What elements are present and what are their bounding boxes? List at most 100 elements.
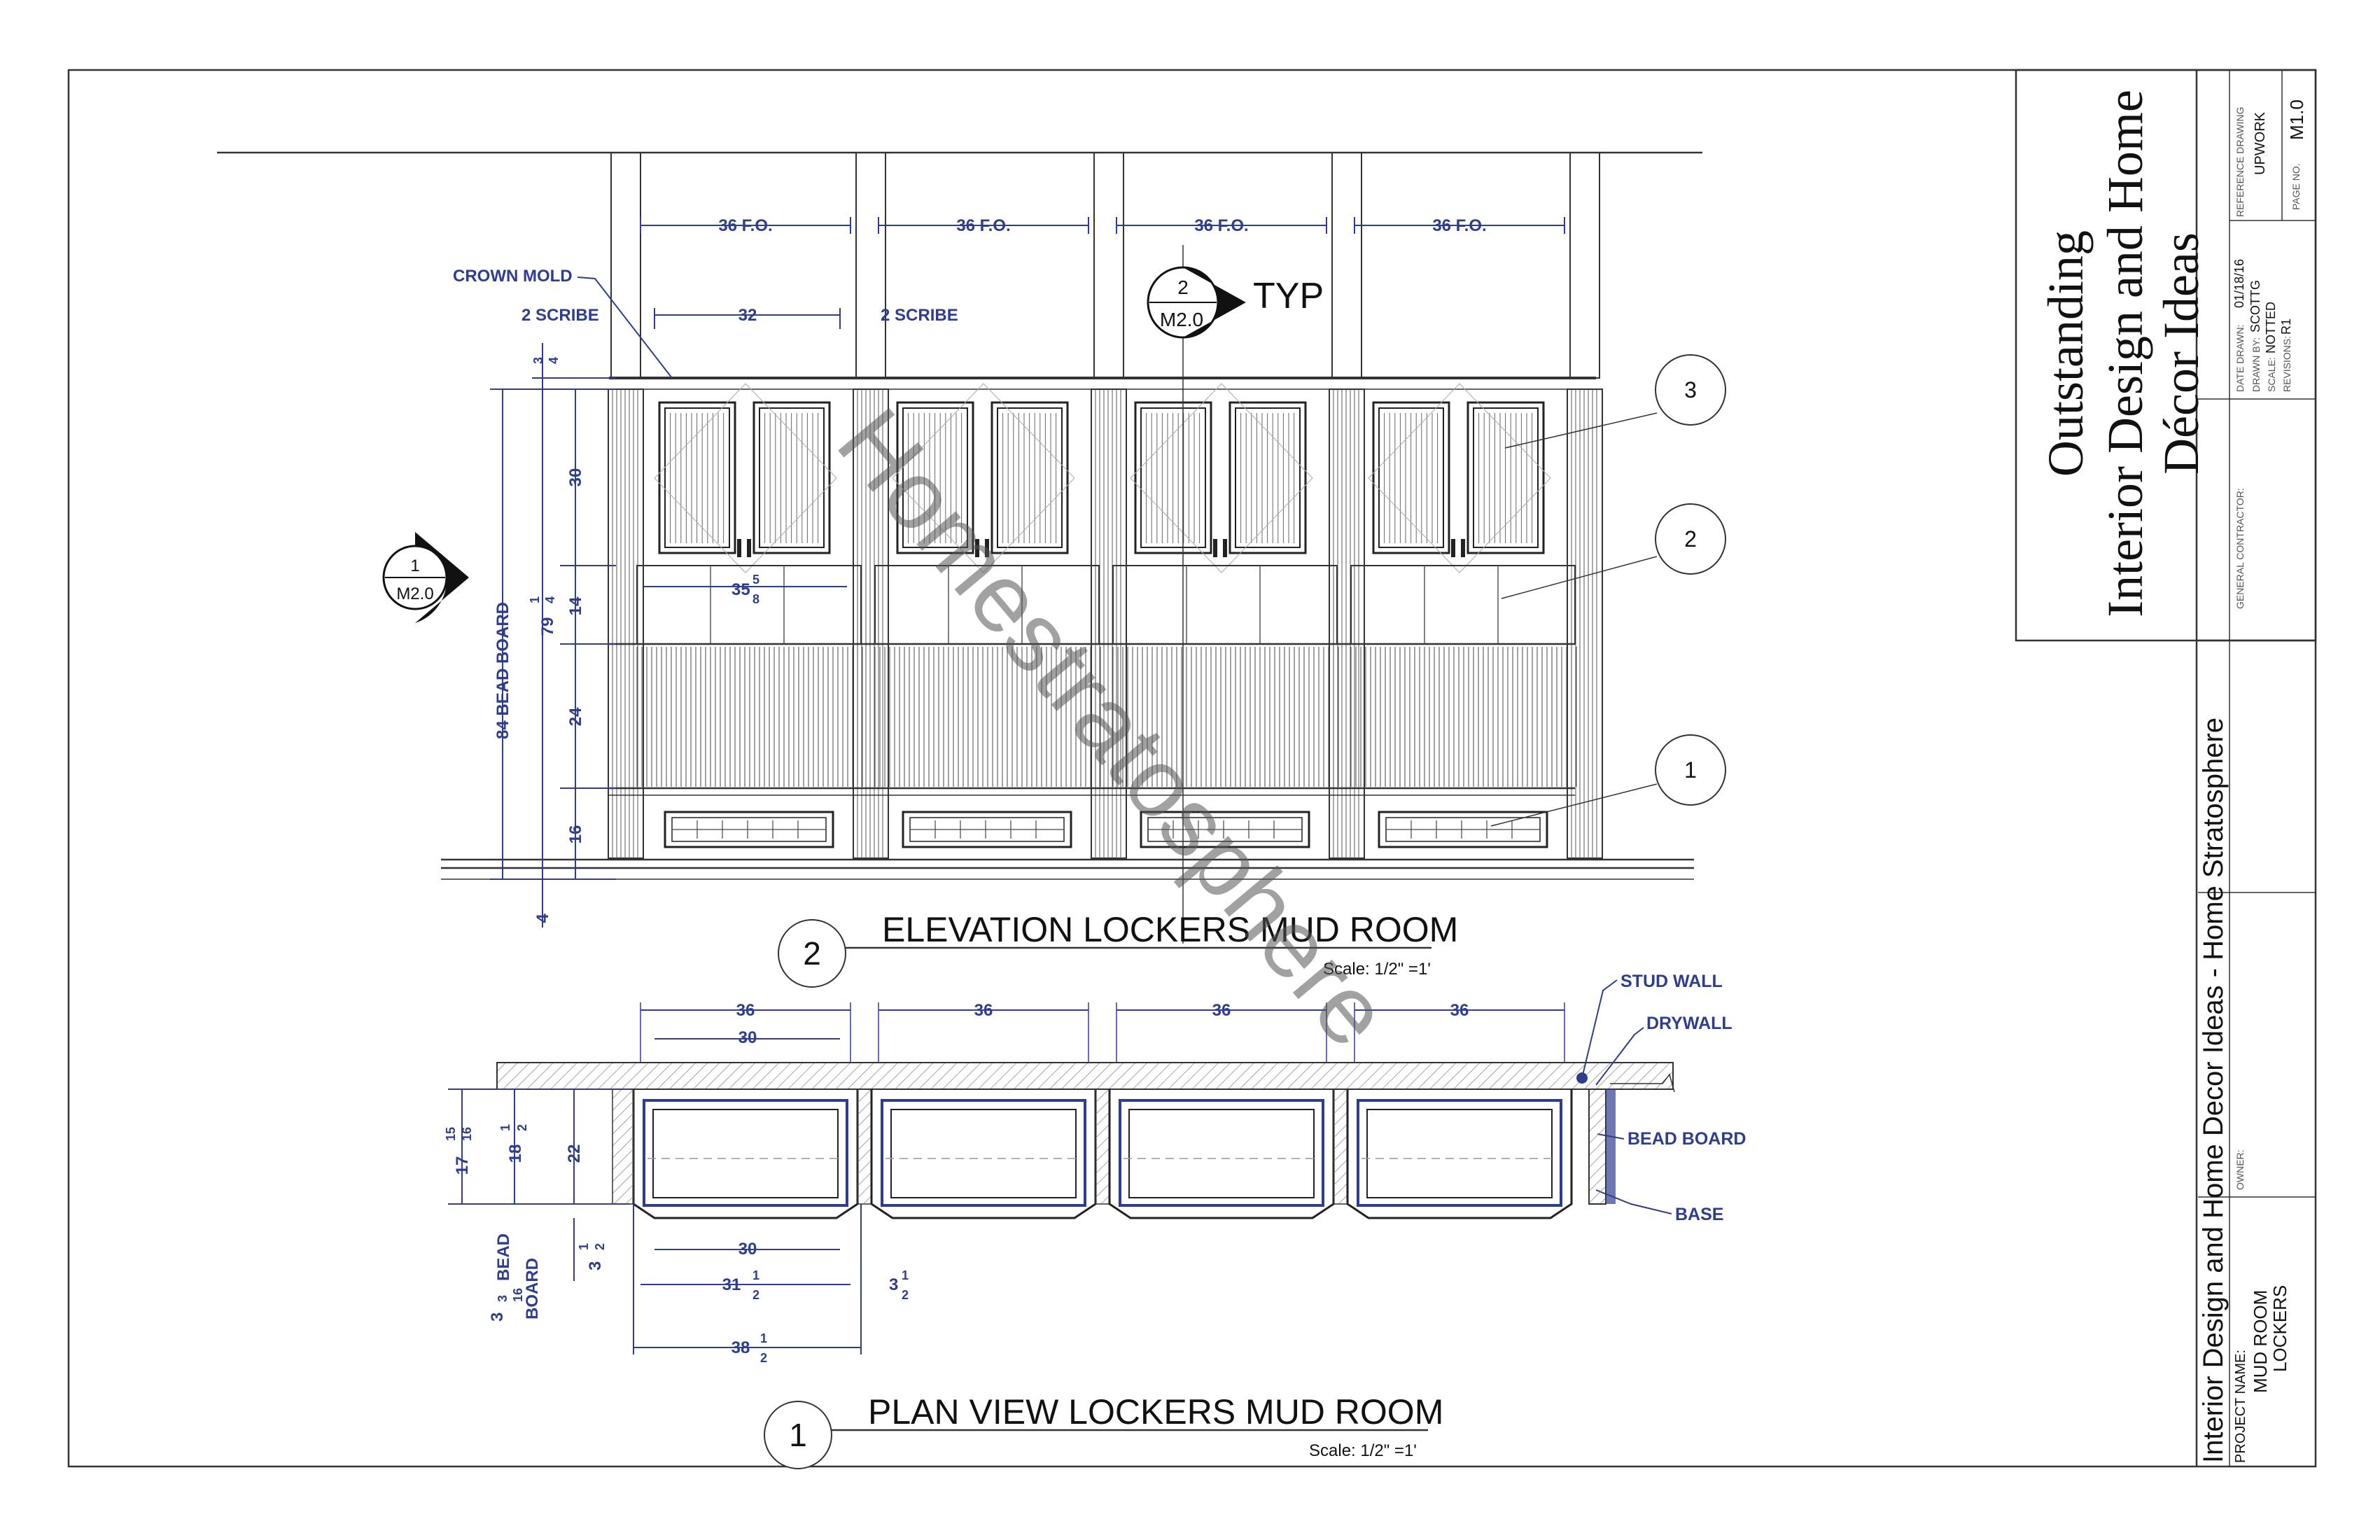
dim-35-num: 5	[752, 573, 760, 587]
locker-bay-elevation	[1112, 383, 1339, 848]
label-bead-board: BEAD BOARD	[1628, 1129, 1746, 1149]
vertical-sheet-title: Interior Design and Home Decor Ideas - H…	[2198, 718, 2229, 1463]
pilaster	[1569, 152, 1600, 379]
company-line2: Interior Design and Home	[2097, 90, 2153, 617]
locker-outline-plan	[632, 1089, 859, 1219]
plan-number: 1	[789, 1417, 807, 1453]
locker-outline-plan	[1346, 1089, 1573, 1219]
svg-text:1: 1	[498, 1124, 512, 1131]
plan-dim-36-label: 36	[1450, 1001, 1469, 1020]
cubby	[1350, 565, 1576, 645]
locker-bay-plan	[632, 1088, 872, 1219]
dim-32: 32	[738, 306, 757, 325]
project-line1: MUD ROOM	[2250, 1290, 2271, 1393]
pilaster	[610, 152, 641, 379]
partition-plan	[857, 1088, 872, 1205]
upper-door	[1134, 401, 1212, 554]
typ-label: TYP	[1253, 276, 1324, 316]
sheet-border	[67, 69, 2317, 1468]
svg-text:2: 2	[760, 1351, 767, 1365]
plan-dim-36-label: 36	[974, 1001, 993, 1020]
svg-text:1: 1	[752, 1268, 760, 1282]
label-drywall: DRYWALL	[1646, 1014, 1732, 1033]
cubby	[636, 565, 862, 645]
drawn-value: SCOTTG	[2248, 280, 2262, 332]
end-panel-plan	[612, 1088, 634, 1205]
bench-drawer	[1378, 811, 1548, 848]
svg-text:1: 1	[760, 1331, 767, 1345]
svg-text:1: 1	[410, 556, 419, 575]
scribe-left-label: 2 SCRIBE	[522, 306, 599, 325]
dim-30-vertical: 30	[566, 468, 585, 487]
dim-79-den: 4	[543, 596, 557, 603]
plan-dim-17: 17	[453, 1156, 472, 1175]
svg-text:2: 2	[1177, 276, 1189, 298]
pilaster	[1331, 152, 1362, 379]
svg-text:16: 16	[460, 1127, 474, 1141]
owner-label: OWNER:	[2234, 1149, 2246, 1190]
project-line2: LOCKERS	[2269, 1285, 2290, 1372]
dim-36-fo-label: 36 F.O.	[1432, 216, 1486, 235]
company-line1: Outstanding	[2038, 230, 2094, 477]
elevation-title-block: 2 ELEVATION LOCKERS MUD ROOM Scale: 1/2"…	[778, 910, 1458, 988]
callout-3[interactable]: 3	[1504, 354, 1726, 449]
watermark: Homestratosphere	[817, 388, 1410, 1067]
bench-drawer	[902, 811, 1072, 848]
locker-bay-elevation	[1350, 383, 1577, 848]
locker-bay-elevation	[636, 383, 863, 848]
svg-text:3: 3	[1684, 377, 1697, 402]
svg-text:2: 2	[1684, 526, 1697, 552]
pilaster	[855, 152, 886, 379]
dim-35: 35	[732, 580, 750, 599]
elevation-scale: Scale: 1/2" =1'	[1323, 960, 1431, 979]
dim-79: 79	[538, 617, 557, 636]
upper-door	[658, 401, 736, 554]
project-label: PROJECT NAME:	[2233, 1350, 2248, 1463]
svg-text:16: 16	[511, 1288, 525, 1302]
locker-outline-plan	[870, 1089, 1097, 1219]
dim-3-4-top-den: 4	[547, 357, 561, 364]
dim-4-bottom: 4	[533, 913, 552, 923]
section-tag-2-m2[interactable]: 2 M2.0 TYP	[1147, 245, 1324, 944]
upper-door	[1228, 401, 1307, 554]
upper-door	[990, 401, 1069, 554]
elevation-number: 2	[803, 935, 821, 972]
upper-door	[1466, 401, 1545, 554]
plan-dim-36-label: 36	[736, 1001, 755, 1020]
page-label: PAGE NO.	[2290, 163, 2302, 210]
page-value: M1.0	[2286, 99, 2307, 140]
svg-text:15: 15	[444, 1127, 458, 1141]
locker-bay-plan	[1108, 1088, 1348, 1219]
company-line3: Décor Ideas	[2153, 232, 2209, 475]
dim-36-fo-label: 36 F.O.	[718, 216, 772, 235]
callout-1[interactable]: 1	[1490, 734, 1726, 827]
callout-2[interactable]: 2	[1501, 503, 1726, 599]
partition-plan	[1095, 1088, 1110, 1205]
date-value: 01/18/16	[2232, 259, 2246, 308]
section-tag-1-m2[interactable]: 1 M2.0	[382, 532, 469, 623]
title-block: Outstanding Interior Design and Home Déc…	[2015, 69, 2317, 1466]
svg-text:2: 2	[593, 1243, 607, 1250]
dim-14-vertical: 14	[566, 596, 585, 615]
svg-text:2: 2	[752, 1288, 760, 1302]
plan-title-block: 1 PLAN VIEW LOCKERS MUD ROOM Scale: 1/2"…	[764, 1392, 1443, 1469]
dim-16-vertical: 16	[566, 825, 585, 844]
plan-title: PLAN VIEW LOCKERS MUD ROOM	[868, 1392, 1443, 1432]
elevation-drawing: 36 F.O.36 F.O.36 F.O.36 F.O. 32 2 SCRIBE…	[217, 151, 1726, 988]
dim-84-bead-board: 84 BEAD BOARD	[493, 602, 512, 739]
plan-dim-3-right: 3	[889, 1275, 898, 1294]
svg-text:1: 1	[1684, 757, 1697, 783]
svg-text:M2.0: M2.0	[396, 584, 433, 603]
scale-label: SCALE:	[2266, 357, 2277, 392]
dim-79-num: 1	[528, 596, 542, 603]
plan-dim-31: 31	[722, 1275, 741, 1294]
rev-label: REVISIONS:	[2281, 336, 2292, 392]
plan-dim-18: 18	[506, 1144, 525, 1163]
plan-bead-word2: BOARD	[523, 1258, 542, 1320]
pilaster	[1093, 152, 1124, 379]
date-label: DATE DRAWN:	[2234, 325, 2246, 392]
bench-drawer	[664, 811, 834, 848]
rev-value: R1	[2279, 318, 2293, 335]
scribe-right-label: 2 SCRIBE	[881, 306, 958, 325]
